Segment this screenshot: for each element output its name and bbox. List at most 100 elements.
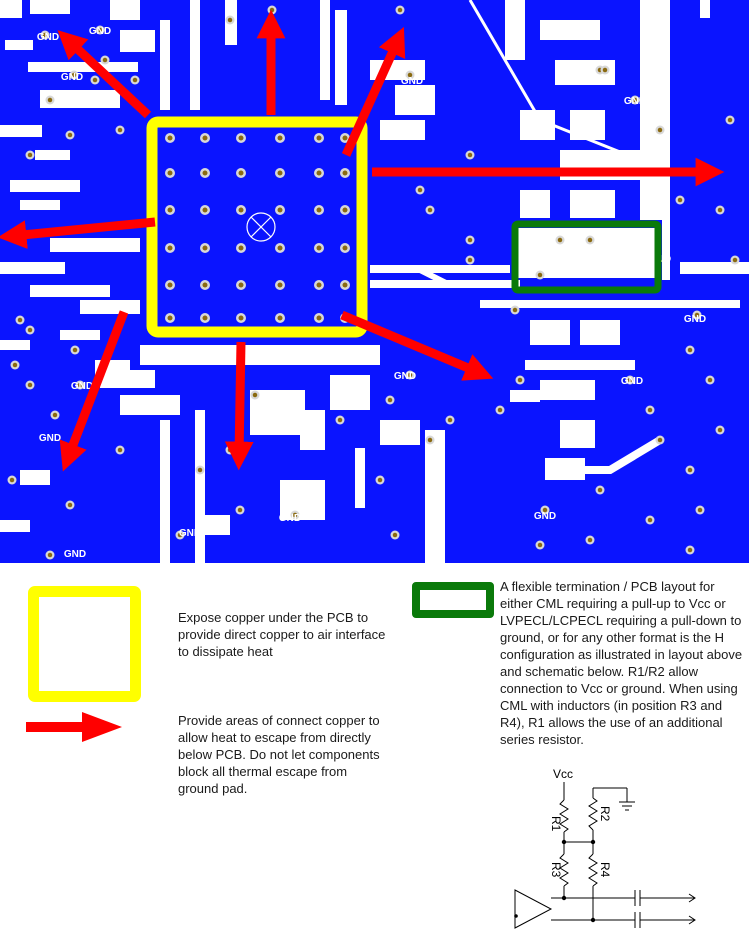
via-core [587, 537, 593, 543]
via-core [97, 27, 103, 33]
via-core [202, 315, 208, 321]
via-core [277, 135, 283, 141]
heat-escape-legend-text: Provide areas of connect copper to allow… [178, 713, 380, 796]
via-core [497, 407, 503, 413]
via-core [677, 197, 683, 203]
via-core [17, 317, 23, 323]
gnd-via-label: GND [279, 513, 301, 524]
gnd-via-label: GND [37, 32, 59, 43]
via-core [132, 77, 138, 83]
via-core [202, 245, 208, 251]
via-core [467, 152, 473, 158]
via-core [67, 502, 73, 508]
via-core [72, 347, 78, 353]
via-core [277, 282, 283, 288]
via-core [697, 507, 703, 513]
via-core [377, 477, 383, 483]
via-core [167, 170, 173, 176]
via-core [407, 72, 413, 78]
via-core [542, 507, 548, 513]
gnd-via-label: GND [534, 511, 556, 522]
via-core [277, 245, 283, 251]
via-core [342, 207, 348, 213]
via-core [342, 282, 348, 288]
via-core [167, 135, 173, 141]
via-core [647, 407, 653, 413]
r1-label: R1 [549, 816, 563, 832]
via-core [9, 477, 15, 483]
via-core [117, 447, 123, 453]
via-core [277, 315, 283, 321]
via-core [167, 245, 173, 251]
via-core [202, 207, 208, 213]
arrow-down [224, 341, 254, 471]
via-core [687, 547, 693, 553]
via-core [277, 207, 283, 213]
via-core [238, 207, 244, 213]
via-core [277, 170, 283, 176]
via-core [392, 532, 398, 538]
via-core [316, 245, 322, 251]
arrow-down-left [59, 310, 129, 472]
arrow-up-right [341, 26, 406, 157]
via-core [238, 170, 244, 176]
via-core [238, 282, 244, 288]
via-core [42, 32, 48, 38]
via-core [316, 282, 322, 288]
via-core [387, 397, 393, 403]
via-core [717, 427, 723, 433]
via-core [587, 237, 593, 243]
via-core [632, 97, 638, 103]
gnd-via-label: GND [89, 26, 111, 37]
via-core [27, 152, 33, 158]
exposed-copper-legend-swatch [28, 586, 141, 702]
via-core [77, 382, 83, 388]
center-crosshair-icon [246, 212, 276, 242]
via-core [202, 135, 208, 141]
exposed-pad-outline [146, 116, 368, 338]
arrow-down-right [340, 310, 494, 381]
gnd-via-label: GND [684, 314, 706, 325]
gnd-via-label: GND [394, 371, 416, 382]
via-core [27, 382, 33, 388]
r2-label: R2 [598, 806, 612, 822]
via-core [27, 327, 33, 333]
via-core [177, 532, 183, 538]
termination-legend-swatch [412, 582, 494, 618]
via-core [727, 117, 733, 123]
via-core [237, 507, 243, 513]
via-core [447, 417, 453, 423]
via-core [238, 315, 244, 321]
via-core [12, 362, 18, 368]
via-core [337, 417, 343, 423]
via-core [342, 135, 348, 141]
vcc-label: Vcc [553, 767, 573, 781]
via-core [342, 170, 348, 176]
copper-traces [0, 0, 749, 563]
via-core [252, 392, 258, 398]
via-core [597, 487, 603, 493]
via-core [537, 542, 543, 548]
via-core [167, 282, 173, 288]
arrow-up-left [57, 30, 152, 119]
via-core [167, 315, 173, 321]
via-core [717, 207, 723, 213]
gnd-via-label: GND [179, 528, 201, 539]
via-core [557, 237, 563, 243]
via-core [67, 132, 73, 138]
thermal-pad [152, 122, 362, 332]
gnd-via-label: GND [71, 381, 93, 392]
via-core [238, 245, 244, 251]
via-core [467, 237, 473, 243]
via-core [397, 7, 403, 13]
via-core [102, 57, 108, 63]
heat-escape-legend-arrow-icon [26, 712, 122, 742]
via-core [316, 170, 322, 176]
arrow-left [0, 217, 156, 249]
via-core [316, 207, 322, 213]
via-core [238, 135, 244, 141]
via-core [71, 72, 77, 78]
via-group [7, 5, 740, 560]
via-core [202, 170, 208, 176]
